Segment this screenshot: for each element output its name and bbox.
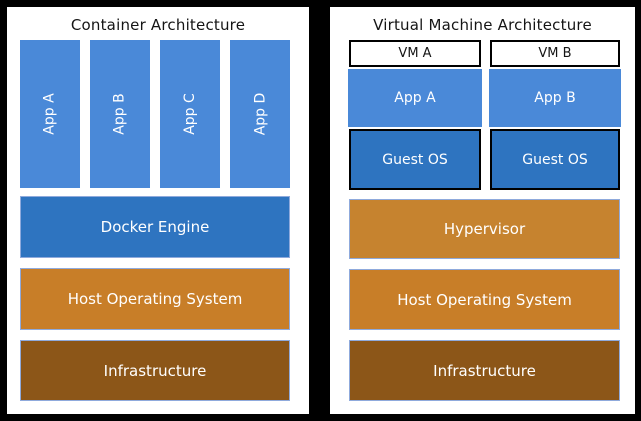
hypervisor-layer: Hypervisor (349, 199, 620, 259)
container-app-d-box: App D (230, 40, 290, 188)
vm-a-header: VM A (349, 40, 481, 67)
vm-b-guest-os-box: Guest OS (490, 129, 620, 190)
infrastructure-layer-left: Infrastructure (20, 340, 290, 401)
vm-a-column: VM A App A Guest OS (348, 40, 482, 190)
docker-engine-label: Docker Engine (100, 218, 210, 236)
vm-b-guest-os-label: Guest OS (522, 151, 588, 168)
vm-b-column: VM B App B Guest OS (489, 40, 621, 190)
vm-a-guest-os-label: Guest OS (382, 151, 448, 168)
vm-b-header: VM B (490, 40, 620, 67)
docker-engine-layer: Docker Engine (20, 196, 290, 258)
vm-b-app-box: App B (489, 69, 621, 127)
vm-b-name: VM B (538, 46, 572, 61)
container-app-b-label: App B (112, 93, 128, 135)
container-app-b-box: App B (90, 40, 150, 188)
container-app-d-label: App D (252, 92, 268, 136)
vm-a-app-box: App A (348, 69, 482, 127)
container-apps-row: App A App B App C App D (20, 40, 290, 188)
host-os-layer-right: Host Operating System (349, 269, 620, 330)
infrastructure-label-right: Infrastructure (433, 361, 536, 380)
container-app-a-label: App A (41, 93, 58, 135)
hypervisor-label: Hypervisor (443, 220, 526, 238)
infrastructure-layer-right: Infrastructure (349, 340, 620, 401)
container-app-c-label: App C (181, 93, 198, 135)
vm-a-name: VM A (398, 46, 432, 61)
host-os-label-left: Host Operating System (67, 290, 243, 308)
container-architecture-panel: Container Architecture App A App B App C… (7, 7, 309, 414)
infrastructure-label-left: Infrastructure (103, 361, 207, 380)
vm-a-guest-os-box: Guest OS (349, 129, 481, 190)
vm-panel-title: Virtual Machine Architecture (373, 16, 592, 34)
container-panel-title: Container Architecture (70, 16, 246, 34)
host-os-layer-left: Host Operating System (20, 268, 290, 330)
vm-a-app-label: App A (394, 90, 436, 106)
container-app-a-box: App A (20, 40, 80, 188)
vm-b-app-label: App B (534, 90, 576, 106)
vm-architecture-panel: Virtual Machine Architecture VM A App A … (330, 7, 635, 414)
container-app-c-box: App C (160, 40, 220, 188)
host-os-label-right: Host Operating System (397, 290, 572, 309)
